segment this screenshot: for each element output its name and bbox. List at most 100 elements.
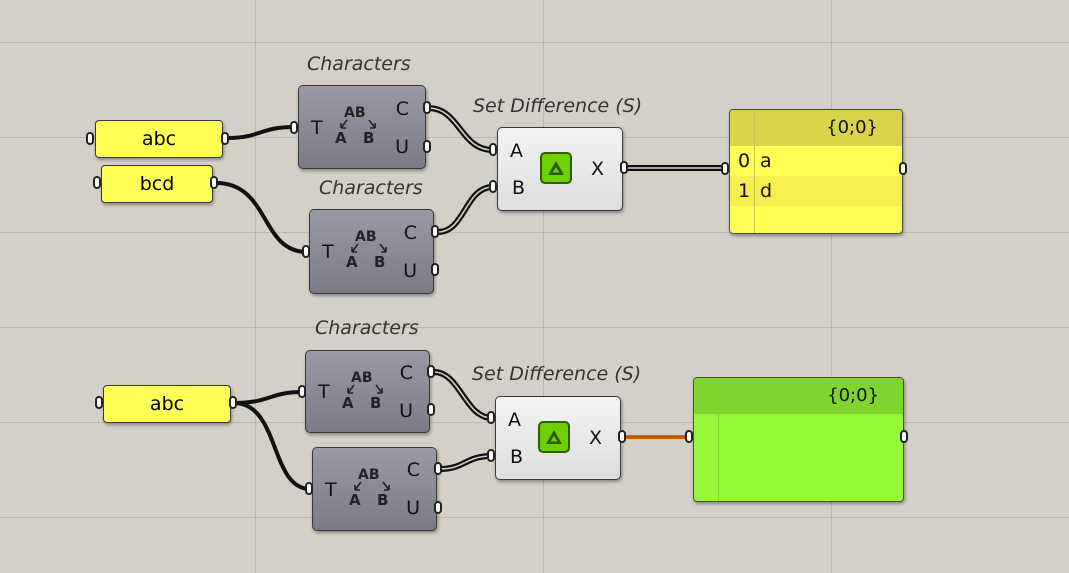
grid-line xyxy=(0,42,1069,43)
branch-path: {0;0} xyxy=(826,117,878,138)
output-port-label[interactable]: U xyxy=(403,260,417,282)
output-port-label[interactable]: C xyxy=(399,362,413,384)
wire-bcd-to-characters xyxy=(215,181,308,254)
characters-ab-split-icon: AB xyxy=(344,105,366,121)
output-port-label[interactable]: C xyxy=(406,459,420,481)
panel-output-grip[interactable] xyxy=(210,176,218,189)
viewer-path-header: {0;0} xyxy=(730,110,902,146)
input-port-label[interactable]: B xyxy=(510,446,524,468)
characters-letter-a: A xyxy=(349,491,361,509)
panel-text: abc xyxy=(149,393,185,415)
panel-text: bcd xyxy=(139,173,175,195)
component-output-grip[interactable] xyxy=(427,403,435,416)
input-port-label[interactable]: A xyxy=(510,140,523,162)
component-output-grip[interactable] xyxy=(431,263,439,276)
output-port-label[interactable]: U xyxy=(399,400,413,422)
input-port-label[interactable]: T xyxy=(318,381,330,403)
split-arrows-icon xyxy=(347,384,383,394)
component-input-grip[interactable] xyxy=(305,482,313,495)
grid-line xyxy=(831,0,832,573)
viewer-output-grip[interactable] xyxy=(899,162,907,175)
input-port-label[interactable]: T xyxy=(322,241,334,263)
split-arrows-icon xyxy=(340,119,376,129)
component-title: Characters xyxy=(315,317,419,339)
grid-line xyxy=(543,0,544,573)
delta-icon xyxy=(538,421,570,453)
characters-component[interactable]: T C U AB A B xyxy=(309,209,434,294)
set-difference-component[interactable]: A B X xyxy=(497,127,623,211)
panel-output-grip[interactable] xyxy=(221,132,229,145)
grid-line xyxy=(0,327,1069,328)
component-input-grip[interactable] xyxy=(487,449,495,462)
characters-letter-a: A xyxy=(335,129,347,147)
output-port-label[interactable]: C xyxy=(403,222,417,244)
component-title: Characters xyxy=(307,53,411,75)
panel-input-grip[interactable] xyxy=(86,132,94,145)
panel-text: abc xyxy=(141,128,177,150)
output-port-label[interactable]: C xyxy=(395,98,409,120)
characters-component[interactable]: T C U AB A B xyxy=(305,350,430,433)
component-output-grip[interactable] xyxy=(434,462,442,475)
component-output-grip[interactable] xyxy=(618,430,626,443)
component-title: Characters xyxy=(319,177,423,199)
text-panel[interactable]: abc xyxy=(103,385,231,423)
characters-component[interactable]: T C U AB A B xyxy=(298,85,426,169)
input-port-label[interactable]: T xyxy=(311,117,323,139)
panel-input-grip[interactable] xyxy=(95,396,103,409)
data-viewer-panel[interactable]: {0;0} xyxy=(693,377,904,502)
item-index: 1 xyxy=(738,180,751,202)
wire-abc-to-characters-b xyxy=(233,401,311,491)
characters-letter-b: B xyxy=(370,394,382,412)
grid-line xyxy=(0,517,1069,518)
component-output-grip[interactable] xyxy=(427,365,435,378)
input-port-label[interactable]: B xyxy=(512,177,526,199)
grid-line xyxy=(255,0,256,573)
output-port-label[interactable]: U xyxy=(395,136,409,158)
component-output-grip[interactable] xyxy=(423,101,431,114)
viewer-path-header: {0;0} xyxy=(694,378,903,414)
text-panel[interactable]: abc xyxy=(95,120,223,158)
characters-letter-b: B xyxy=(363,129,375,147)
data-viewer-panel[interactable]: {0;0} 0 a 1 d xyxy=(729,109,903,234)
split-arrows-icon xyxy=(351,243,387,253)
characters-component[interactable]: T C U AB A B xyxy=(312,447,437,531)
wire-abc-to-characters xyxy=(227,125,295,140)
characters-ab-split-icon: AB xyxy=(355,229,377,245)
viewer-output-grip[interactable] xyxy=(900,430,908,443)
characters-letter-a: A xyxy=(342,394,354,412)
viewer-input-grip[interactable] xyxy=(721,162,729,175)
branch-path: {0;0} xyxy=(827,385,879,406)
output-port-label[interactable]: X xyxy=(588,427,602,449)
component-output-grip[interactable] xyxy=(434,501,442,514)
characters-letter-a: A xyxy=(346,253,358,271)
text-panel[interactable]: bcd xyxy=(101,165,213,203)
characters-ab-split-icon: AB xyxy=(358,467,380,483)
characters-letter-b: B xyxy=(374,253,386,271)
panel-input-grip[interactable] xyxy=(93,176,101,189)
component-input-grip[interactable] xyxy=(302,245,310,258)
viewer-input-grip[interactable] xyxy=(685,430,693,443)
component-output-grip[interactable] xyxy=(431,225,439,238)
input-port-label[interactable]: T xyxy=(325,479,337,501)
set-difference-component[interactable]: A B X xyxy=(495,396,621,480)
input-port-label[interactable]: A xyxy=(508,409,521,431)
component-title: Set Difference (S) xyxy=(473,95,643,117)
component-input-grip[interactable] xyxy=(489,180,497,193)
component-input-grip[interactable] xyxy=(298,385,306,398)
delta-icon xyxy=(540,152,572,184)
component-title: Set Difference (S) xyxy=(472,363,642,385)
output-port-label[interactable]: X xyxy=(590,158,604,180)
split-arrows-icon xyxy=(354,481,390,491)
component-input-grip[interactable] xyxy=(487,411,495,424)
panel-output-grip[interactable] xyxy=(229,396,237,409)
characters-ab-split-icon: AB xyxy=(351,370,373,386)
output-port-label[interactable]: U xyxy=(406,497,420,519)
component-input-grip[interactable] xyxy=(290,121,298,134)
component-output-grip[interactable] xyxy=(620,161,628,174)
component-input-grip[interactable] xyxy=(489,143,497,156)
component-output-grip[interactable] xyxy=(423,140,431,153)
list-item: 1 d xyxy=(730,176,902,206)
item-value: a xyxy=(760,150,772,172)
